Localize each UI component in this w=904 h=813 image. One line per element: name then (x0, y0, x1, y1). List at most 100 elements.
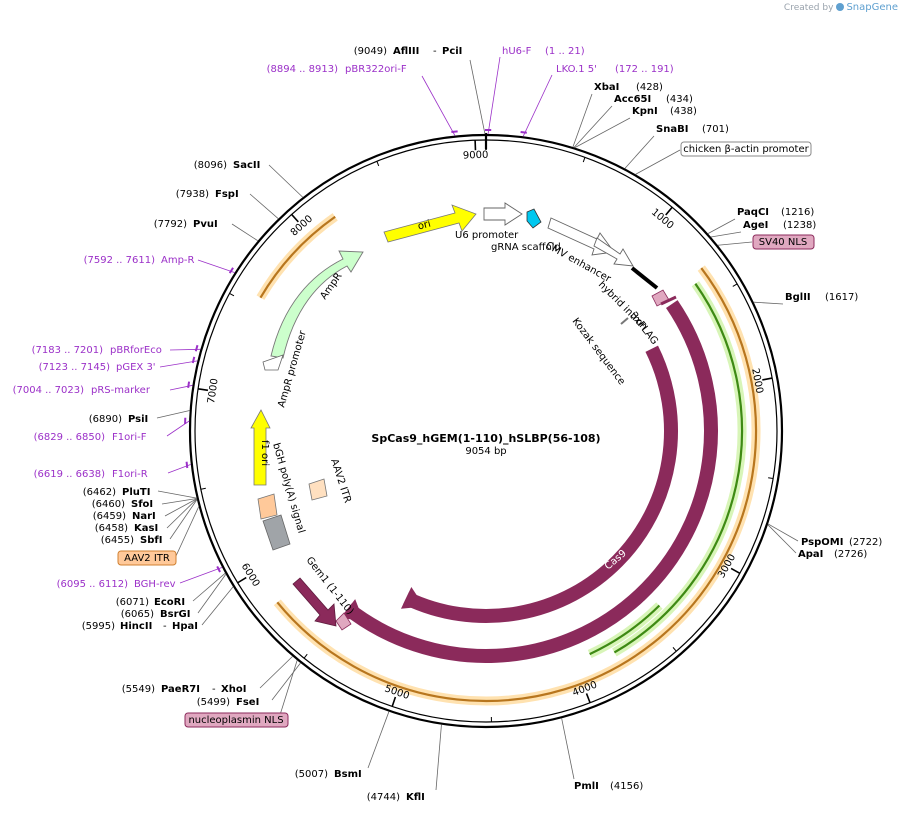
enzyme-pos-paer7i: (5549) (122, 684, 155, 695)
label-nucleoplasmin-nls: nucleoplasmin NLS (188, 715, 283, 726)
enzyme-name-hincii: HincII (120, 621, 152, 632)
feature-bgh-shape (262, 514, 291, 551)
enzyme-name-acc65i: Acc65I (614, 94, 651, 105)
enzyme-leader-18 (169, 499, 198, 540)
enzyme-sep-hincii: - (163, 621, 167, 632)
snapgene-logo-icon (836, 3, 845, 11)
tick-mark (768, 477, 774, 480)
enzyme-leader-0 (469, 59, 486, 135)
enzyme-leader-5 (707, 218, 736, 234)
tick-mark (237, 576, 247, 584)
enzyme-leader-9 (767, 524, 797, 554)
primer-mark-2 (451, 130, 458, 133)
primer-leader-1 (522, 74, 553, 137)
backbone-inner (194, 139, 778, 723)
enzyme-name-xhoi: XhoI (221, 684, 246, 695)
enzyme-leader-26 (268, 164, 304, 198)
feature-kozak-label: Kozak sequence (570, 316, 627, 387)
enzyme-name-agei: AgeI (743, 220, 768, 231)
tick-mark (732, 283, 738, 287)
primer-name-pbr322orif: pBR322ori-F (345, 64, 407, 75)
boxed-labels: chicken β-actin promoter SV40 NLS AAV2 I… (117, 141, 815, 728)
feature-ampr-arrow (270, 250, 364, 359)
enzyme-name-bsrgi: BsrGI (160, 609, 190, 620)
primer-range-bghrev: (6095 .. 6112) (57, 579, 129, 590)
enzyme-name-bglii: BglII (785, 292, 811, 303)
feature-grna-shape (526, 208, 542, 229)
label-chicken-actin: chicken β-actin promoter (683, 144, 809, 155)
enzyme-name-pluti: PluTI (122, 487, 150, 498)
orange-band-right (276, 267, 758, 703)
enzyme-pos-ecori: (6071) (116, 597, 149, 608)
tick-mark (585, 693, 591, 704)
enzyme-name-nari: NarI (132, 511, 156, 522)
enzyme-name-hpai: HpaI (172, 621, 198, 632)
enzyme-name-kasi: KasI (134, 523, 158, 534)
enzyme-name-fsei: FseI (236, 697, 259, 708)
enzyme-name-bsmi: BsmI (334, 769, 362, 780)
enzyme-pos-kpni: (438) (670, 106, 697, 117)
primer-leader-3 (197, 259, 235, 273)
enzyme-leader-16 (197, 574, 227, 614)
tick-mark (229, 292, 235, 297)
enzyme-sep-paer7i: - (212, 684, 216, 695)
enzyme-pos-pmli: (4156) (610, 781, 643, 792)
enzyme-labels: (9049) AflIII - PciI XbaI (428) Acc65I (… (82, 46, 883, 803)
primer-name-pgex3: pGEX 3' (116, 362, 156, 373)
enzyme-name-sacii: SacII (233, 160, 260, 171)
tick-mark (730, 567, 741, 575)
enzyme-leader-21 (161, 498, 197, 505)
leader-sv40 (717, 241, 753, 246)
primer-name-pbrforeco: pBRforEco (110, 345, 162, 356)
primer-name-f1orir: F1ori-R (112, 469, 148, 480)
primer-name-lko1: LKO.1 5' (556, 64, 597, 75)
primer-range-f1orir: (6619 .. 6638) (34, 469, 106, 480)
box-nucleoplasmin-nls (184, 712, 289, 728)
primer-leader-2 (421, 75, 456, 136)
feature-f1ori-label: f1 ori (259, 440, 270, 466)
tick-mark (200, 487, 206, 490)
feature-u6-arrow (483, 202, 523, 226)
primer-range-pbrforeco: (7183 .. 7201) (32, 345, 104, 356)
enzyme-name-paqci: PaqCI (737, 207, 769, 218)
feature-hybrid-intron (630, 266, 659, 290)
enzyme-name-pcii: PciI (442, 46, 462, 57)
primer-mark-5 (191, 356, 196, 364)
label-sv40-nls: SV40 NLS (759, 237, 808, 248)
feature-grna-label: gRNA scaffold (491, 242, 561, 253)
primer-range-pgex3: (7123 .. 7145) (39, 362, 111, 373)
plasmid-length: 9054 bp (465, 446, 506, 457)
tick-mark (665, 206, 673, 216)
enzyme-name-sfoi: SfoI (131, 499, 153, 510)
feature-itr-label: AAV2 ITR (328, 458, 353, 505)
tick-mark (672, 647, 677, 652)
primer-mark-3 (228, 267, 234, 274)
feature-itr-left (257, 493, 278, 520)
feature-nucleoplasmin-mark (335, 612, 352, 631)
primer-leader-5 (159, 360, 198, 368)
enzyme-name-paer7i: PaeR7I (161, 684, 200, 695)
box-aav2-itr (117, 550, 177, 566)
enzyme-leader-13 (271, 662, 301, 701)
enzyme-leader-20 (164, 498, 198, 517)
feature-kozak-mark (620, 317, 629, 325)
enzyme-pos-acc65i: (434) (666, 94, 693, 105)
enzyme-pos-kasi: (6458) (95, 523, 128, 534)
enzyme-pos-xbai: (428) (636, 82, 663, 93)
tick-mark (376, 161, 380, 167)
enzyme-pos-kfli: (4744) (367, 792, 400, 803)
primer-range-pbr322orif: (8894 .. 8913) (267, 64, 339, 75)
primer-range-prsmarker: (7004 .. 7023) (13, 385, 85, 396)
enzyme-name-xbai: XbaI (594, 82, 619, 93)
feature-sv40-mark (660, 295, 677, 306)
enzyme-name-kpni: KpnI (632, 106, 658, 117)
primer-mark-8 (185, 461, 189, 469)
enzyme-pos-pvui: (7792) (154, 219, 187, 230)
primer-name-hu6f: hU6-F (502, 46, 532, 57)
enzyme-leader-24 (231, 223, 259, 242)
feature-gem1-label: Gem1 (1-110) (304, 555, 356, 617)
enzyme-leader-2 (573, 105, 613, 148)
enzyme-name-apai: ApaI (798, 549, 823, 560)
